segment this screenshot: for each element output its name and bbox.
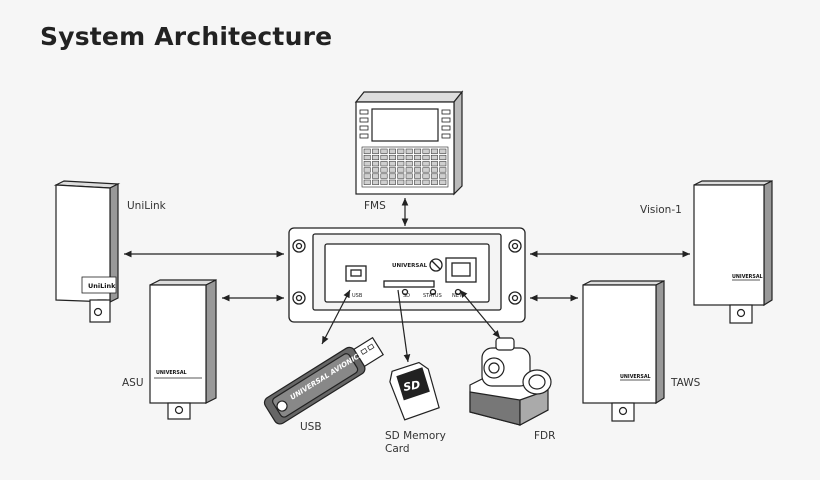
fms-key (414, 161, 422, 167)
fms-key (422, 167, 430, 173)
arrow-usb (321, 289, 351, 345)
fms-key (372, 173, 380, 179)
fms-key (439, 161, 447, 167)
sd-card (389, 361, 440, 421)
fms-key (380, 154, 388, 161)
usb-stick (263, 336, 385, 425)
hub-port-status: STATUS (423, 293, 442, 299)
vision-label: Vision-1 (640, 204, 682, 216)
connectors (124, 198, 690, 363)
fms-key (372, 161, 380, 167)
unilink-device (53, 180, 121, 323)
arrow-fdr (459, 289, 501, 339)
sd-logo: SD (402, 378, 421, 394)
fms-key (439, 154, 447, 161)
fms-key (405, 154, 413, 161)
fms-key (380, 148, 388, 154)
fms-key (422, 161, 430, 167)
fms-key (414, 154, 422, 161)
asu-device (149, 279, 217, 420)
central-unit (288, 227, 526, 323)
fms-key (414, 167, 422, 173)
hub-port-sd: SD (403, 293, 410, 299)
vision-device (693, 180, 773, 324)
fms-key (388, 161, 396, 167)
fms-key (422, 148, 430, 154)
fms-key (388, 179, 396, 185)
fms-key (397, 179, 405, 185)
fms-key (405, 161, 413, 167)
fdr-label: FDR (534, 430, 556, 442)
fms-key (380, 179, 388, 185)
fms-key (388, 167, 396, 173)
fms-label: FMS (364, 200, 386, 212)
fms-key (388, 173, 396, 179)
fms-key (363, 167, 371, 173)
hub-port-usb: USB (352, 293, 363, 299)
fms-key (439, 167, 447, 173)
fms-key (397, 173, 405, 179)
fms-key (405, 179, 413, 185)
fms-key (439, 179, 447, 185)
fms-key (422, 179, 430, 185)
fms-key (414, 173, 422, 179)
fms-key (397, 148, 405, 154)
arrow-sd (397, 289, 411, 363)
fms-key (430, 148, 438, 154)
fms-key (372, 179, 380, 185)
fms-key (397, 161, 405, 167)
fms-key (422, 154, 430, 161)
fms-key (430, 154, 438, 161)
fms-key (363, 154, 371, 161)
fms-key (405, 167, 413, 173)
fms-key (363, 161, 371, 167)
unilink-badge: UniLink (88, 282, 116, 290)
fms-key (430, 173, 438, 179)
fms-key (372, 148, 380, 154)
asu-label: ASU (122, 377, 144, 389)
fms-key (414, 148, 422, 154)
fdr-device (469, 337, 552, 427)
fms-key (439, 148, 447, 154)
fms-key (430, 179, 438, 185)
fms-key (380, 161, 388, 167)
page-title: System Architecture (40, 22, 333, 51)
fms-key (405, 173, 413, 179)
fms-key (363, 173, 371, 179)
taws-label: TAWS (671, 377, 701, 389)
fms-key (414, 179, 422, 185)
fms-key (380, 167, 388, 173)
fms-key (439, 173, 447, 179)
taws-device (582, 280, 665, 422)
fms-key (397, 154, 405, 161)
hub-brand: UNIVERSAL (392, 263, 428, 269)
fms-key (422, 173, 430, 179)
sd-label: SD Memory Card (385, 430, 446, 455)
fms-key (363, 179, 371, 185)
fms-key (430, 161, 438, 167)
unilink-label: UniLink (127, 200, 166, 212)
fms-device (354, 90, 464, 196)
fms-key (372, 167, 380, 173)
fms-key (405, 148, 413, 154)
hub-port-net: NET (452, 293, 463, 299)
usb-label: USB (300, 421, 322, 433)
fms-key (388, 148, 396, 154)
vision-badge: UNIVERSAL (732, 274, 763, 280)
fms-key (430, 167, 438, 173)
fms-key (363, 148, 371, 154)
asu-badge: UNIVERSAL (156, 370, 187, 376)
fms-key (372, 154, 380, 161)
fms-key (380, 173, 388, 179)
fms-keypad (363, 148, 447, 185)
fms-key (388, 154, 396, 161)
fms-key (397, 167, 405, 173)
taws-badge: UNIVERSAL (620, 374, 651, 380)
